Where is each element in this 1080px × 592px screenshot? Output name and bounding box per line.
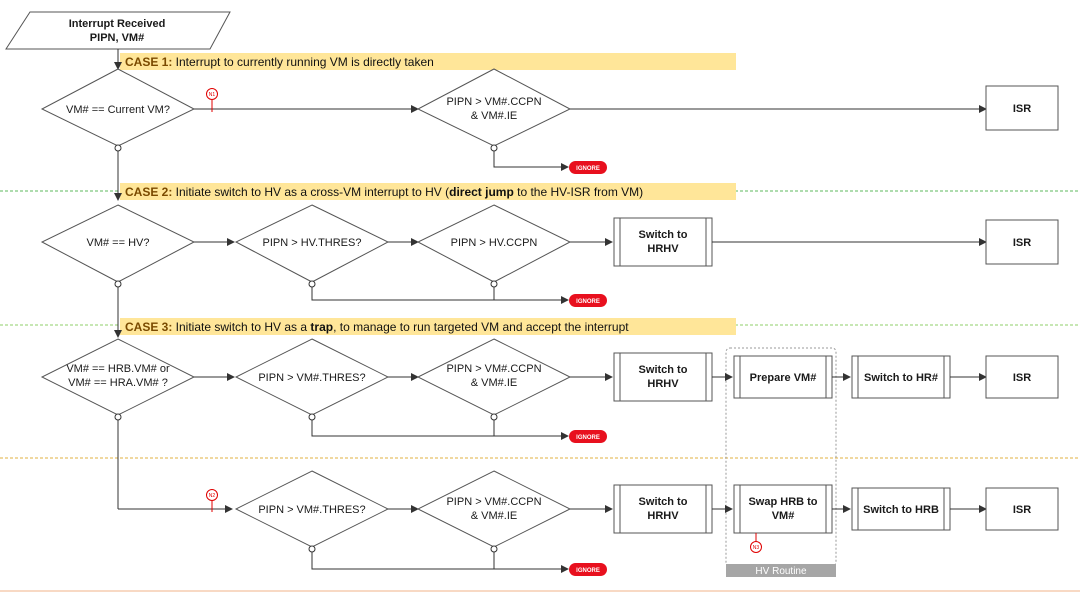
row2-decision-2-label: PIPN > HV.THRES?	[263, 237, 362, 249]
decision-vm-ccpn	[416, 470, 572, 548]
no-marker	[114, 144, 122, 152]
row1-decision-2-line1: PIPN > VM#.CCPN	[446, 96, 541, 108]
connector	[311, 420, 569, 440]
row4-isr-label: ISR	[1013, 504, 1031, 516]
row3-decision-2-label: PIPN > VM#.THRES?	[258, 372, 365, 384]
note-n3-label: N3	[753, 545, 760, 551]
note-n2-badge	[206, 489, 218, 501]
no-marker	[490, 413, 498, 421]
row3-isr-label: ISR	[1013, 372, 1031, 384]
case2-text: CASE 2: Initiate switch to HV as a cross…	[125, 185, 643, 199]
no-marker	[308, 545, 316, 553]
switch-hrhv-box	[613, 352, 713, 402]
no-marker	[114, 280, 122, 288]
row4-decision-3-line2: & VM#.IE	[471, 510, 517, 522]
ignore-label: IGNORE	[576, 568, 600, 574]
switch-hrhv-box	[613, 484, 713, 534]
row4-swap-line2: VM#	[772, 510, 795, 522]
row3-decision-3-line2: & VM#.IE	[471, 377, 517, 389]
row3-decision-1-line1: VM# == HRB.VM# or	[66, 363, 170, 375]
case2-banner	[120, 183, 736, 200]
note-n2-label: N2	[209, 493, 216, 499]
row3-switch-hr-label: Switch to HR#	[864, 372, 938, 384]
row4-switch-line1: Switch to	[639, 496, 688, 508]
row1-decision-1-label: VM# == Current VM?	[66, 104, 170, 116]
note-n1-label: N1	[209, 92, 216, 98]
switch-hr-box	[851, 355, 951, 399]
row4-decision-3-line1: PIPN > VM#.CCPN	[446, 496, 541, 508]
connector	[493, 151, 569, 171]
note-n3-badge	[750, 541, 762, 553]
ignore-label: IGNORE	[576, 166, 600, 172]
row3-switch-line1: Switch to	[639, 364, 688, 376]
switch-hrb-box	[851, 487, 951, 531]
hv-routine-region	[725, 347, 837, 567]
row4-decision-2-label: PIPN > VM#.THRES?	[258, 504, 365, 516]
isr-box	[985, 85, 1059, 131]
hv-routine-label: HV Routine	[755, 566, 807, 577]
isr-box	[985, 487, 1059, 531]
no-marker	[308, 280, 316, 288]
row2-switch-line2: HRHV	[647, 243, 679, 255]
no-marker	[490, 545, 498, 553]
no-marker	[114, 413, 122, 421]
isr-box	[985, 355, 1059, 399]
row4-switch-hrb-label: Switch to HRB	[863, 504, 939, 516]
ignore-label: IGNORE	[576, 435, 600, 441]
row3-decision-1-line2: VM# == HRA.VM# ?	[68, 377, 168, 389]
ignore-badge	[569, 563, 607, 576]
note-n1-badge	[206, 88, 218, 100]
row3-decision-3-line1: PIPN > VM#.CCPN	[446, 363, 541, 375]
row2-isr-label: ISR	[1013, 237, 1031, 249]
hv-routine-label-bg	[726, 564, 836, 577]
no-marker	[490, 280, 498, 288]
ignore-badge	[569, 294, 607, 307]
row1-isr-label: ISR	[1013, 103, 1031, 115]
case3-banner	[120, 318, 736, 335]
start-node	[5, 11, 231, 50]
row4-switch-line2: HRHV	[647, 510, 679, 522]
row3-prepare-label: Prepare VM#	[750, 372, 817, 384]
start-line1: Interrupt Received	[69, 18, 166, 30]
connector	[311, 552, 569, 573]
row3-switch-line2: HRHV	[647, 378, 679, 390]
start-line2: PIPN, VM#	[90, 32, 144, 44]
prepare-vm-box	[733, 355, 833, 399]
ignore-badge	[569, 161, 607, 174]
case1-banner	[120, 53, 736, 70]
case1-text: CASE 1: Interrupt to currently running V…	[125, 55, 434, 69]
switch-hrhv-box	[613, 217, 713, 267]
row4-swap-line1: Swap HRB to	[748, 496, 817, 508]
ignore-label: IGNORE	[576, 299, 600, 305]
case3-text: CASE 3: Initiate switch to HV as a trap,…	[125, 320, 629, 334]
row2-decision-1-label: VM# == HV?	[87, 237, 150, 249]
no-marker	[490, 144, 498, 152]
connector	[311, 287, 569, 304]
row2-switch-line1: Switch to	[639, 229, 688, 241]
no-marker	[308, 413, 316, 421]
ignore-badge	[569, 430, 607, 443]
isr-box	[985, 219, 1059, 265]
row2-decision-3-label: PIPN > HV.CCPN	[451, 237, 538, 249]
row1-decision-2-line2: & VM#.IE	[471, 110, 517, 122]
swap-hrb-box	[733, 484, 833, 534]
